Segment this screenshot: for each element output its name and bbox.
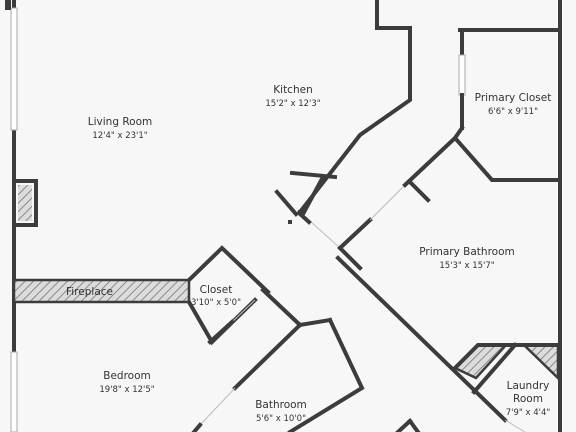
bathroom-walls (191, 317, 421, 432)
chimney-block (12, 179, 38, 227)
room-primary-closet: Primary Closet 6'6" x 9'11" (475, 92, 552, 117)
window-living-room (10, 7, 18, 131)
kitchen-dims: 15'2" x 12'3" (265, 99, 320, 109)
closet-dims: 3'10" x 5'0" (191, 298, 241, 308)
room-bathroom: Bathroom 5'6" x 10'0" (255, 399, 307, 424)
fireplace-wall (12, 278, 191, 304)
closet-name: Closet (200, 284, 233, 296)
room-kitchen: Kitchen 15'2" x 12'3" (265, 84, 320, 109)
kitchen-walls (274, 170, 341, 249)
bathroom-name: Bathroom (255, 399, 307, 411)
laundry-room-name-line2: Room (513, 393, 543, 405)
wall-corner-top-left (5, 0, 11, 10)
room-primary-bathroom: Primary Bathroom 15'3" x 15'7" (419, 246, 514, 271)
closet-walls (186, 245, 271, 346)
room-laundry-room: Laundry Room 7'9" x 4'4" (506, 380, 551, 418)
fireplace-label: Fireplace (66, 286, 113, 298)
living-room-name: Living Room (88, 116, 152, 128)
primary-closet-dims: 6'6" x 9'11" (488, 107, 538, 117)
top-walls (297, 0, 562, 215)
primary-closet-name: Primary Closet (475, 92, 552, 104)
laundry-room-walls (452, 342, 560, 432)
bathroom-dims: 5'6" x 10'0" (256, 414, 306, 424)
room-closet: Closet 3'10" x 5'0" (191, 284, 241, 308)
room-living-room: Living Room 12'4" x 23'1" (88, 116, 152, 141)
laundry-room-dims: 7'9" x 4'4" (506, 408, 551, 418)
bedroom-dims: 19'8" x 12'5" (99, 385, 154, 395)
window-closet-door (458, 54, 466, 96)
primary-closet-walls (452, 28, 562, 432)
primary-bathroom-name: Primary Bathroom (419, 246, 514, 258)
laundry-room-name-line1: Laundry (507, 380, 550, 392)
primary-bathroom-walls (335, 135, 508, 423)
hallway-diagonal-walls (260, 210, 365, 432)
primary-bathroom-dims: 15'3" x 15'7" (439, 261, 494, 271)
living-room-dims: 12'4" x 23'1" (92, 131, 147, 141)
room-bedroom: Bedroom 19'8" x 12'5" (99, 370, 154, 395)
window-bedroom (10, 351, 18, 432)
kitchen-name: Kitchen (273, 84, 312, 96)
bedroom-name: Bedroom (103, 370, 151, 382)
